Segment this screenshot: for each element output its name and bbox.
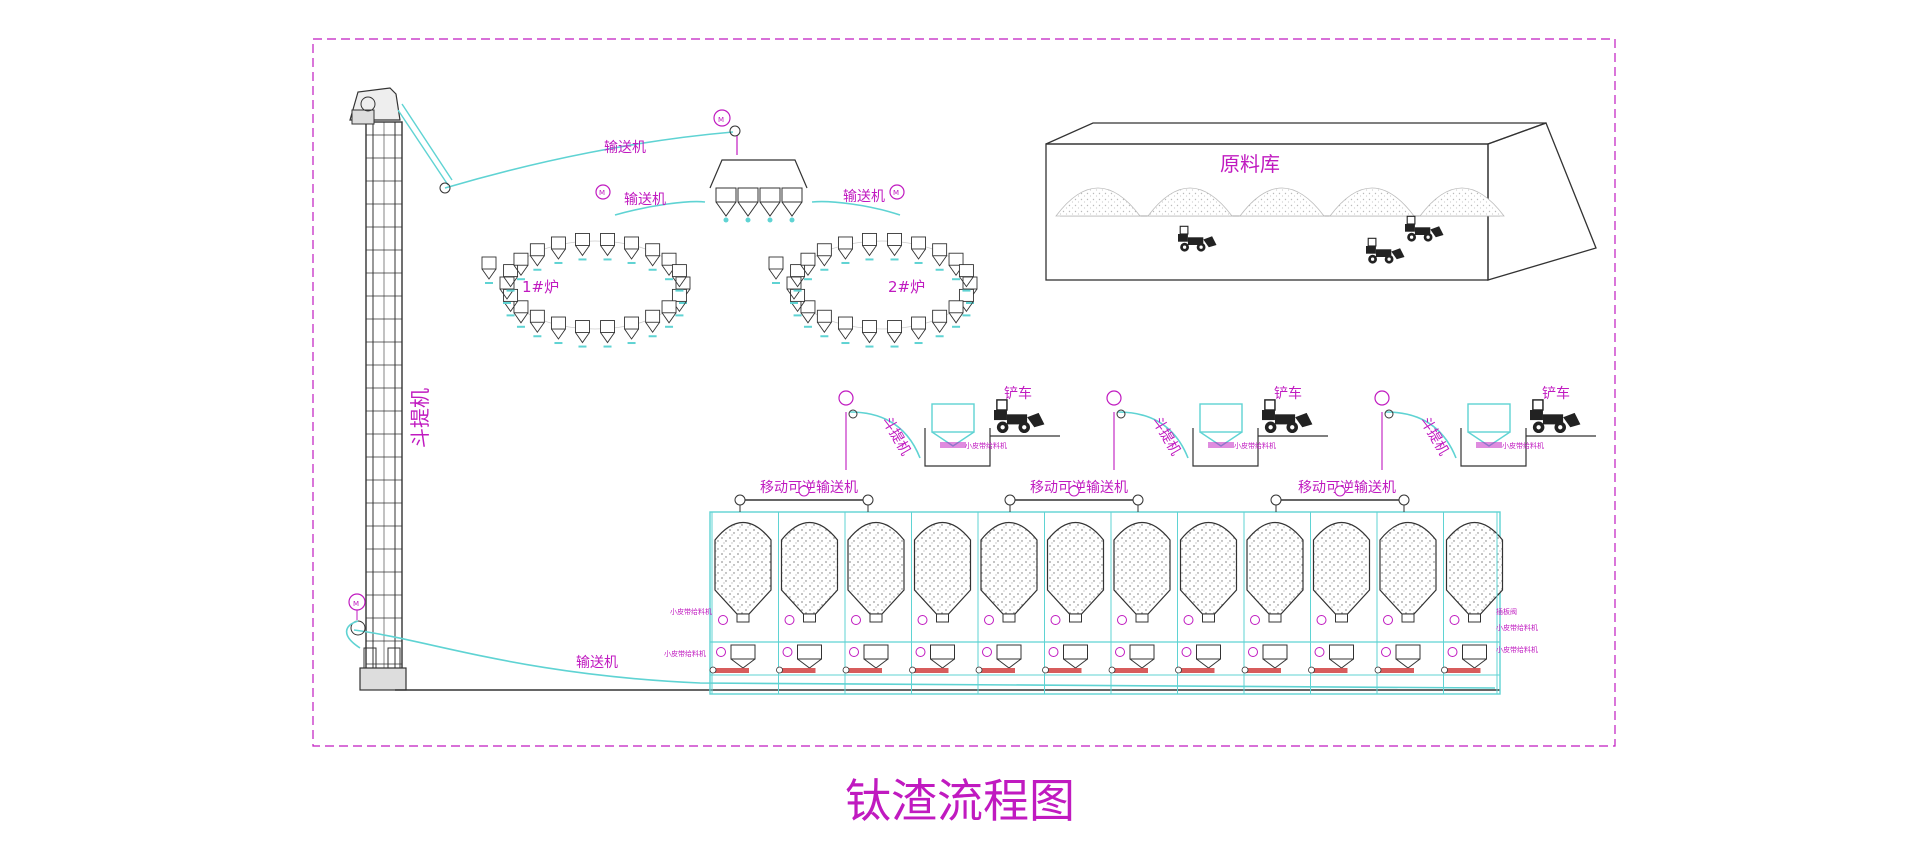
station-feeder-label-2: 小皮带给料机: [1234, 441, 1276, 450]
bucket-elevator-label: 斗提机: [408, 388, 432, 448]
station-feeder-label-1: 小皮带给料机: [965, 441, 1007, 450]
bottom-conveyor: [345, 620, 1500, 691]
drawing-frame: [312, 38, 1616, 747]
raw-material-store-label: 原料库: [1220, 152, 1280, 176]
svg-text:M: M: [718, 116, 724, 124]
motor-icon: M: [713, 109, 731, 127]
motor-icon: M: [595, 184, 611, 200]
station-feeder-label-3: 小皮带给料机: [1502, 441, 1544, 450]
loader-icon: [1177, 225, 1218, 253]
top-conveyor: [439, 125, 741, 194]
small-feeder-label-right-1: 小皮带给料机: [1496, 623, 1538, 632]
mobile-conveyor-label-1: 移动可逆输送机: [760, 480, 858, 496]
svg-text:M: M: [353, 600, 359, 608]
left-conveyor-label: 输送机: [624, 192, 666, 208]
silo-bank: [709, 485, 1504, 695]
small-feeder-label-right-2: 小皮带给料机: [1496, 645, 1538, 654]
distribution-hoppers: [709, 159, 808, 223]
furnace-2-hopper-ring: [768, 232, 978, 348]
motor-icon: M: [348, 593, 366, 620]
top-conveyor-label: 输送机: [604, 140, 646, 156]
bucket-elevator: [349, 87, 453, 691]
gate-valve-label: 插板阀: [1496, 607, 1517, 616]
station-elevator-label-3: 斗提机: [1417, 414, 1452, 458]
mobile-conveyor-label-2: 移动可逆输送机: [1030, 480, 1128, 496]
loader-label-2: 铲车: [1274, 385, 1302, 402]
feed-stations: [838, 390, 1596, 470]
svg-text:M: M: [893, 189, 899, 197]
bottom-conveyor-label: 输送机: [576, 655, 618, 671]
small-feeder-label-left-1: 小皮带给料机: [670, 607, 712, 616]
loader-icon: [1365, 237, 1406, 265]
small-feeder-label-left-2: 小皮带给料机: [664, 649, 706, 658]
station-elevator-label-2: 斗提机: [1149, 414, 1184, 458]
motor-icon: M: [889, 184, 905, 200]
mobile-conveyor-label-3: 移动可逆输送机: [1298, 480, 1396, 496]
loader-label-3: 铲车: [1542, 385, 1570, 402]
svg-text:M: M: [599, 189, 605, 197]
furnace-2-label: 2#炉: [888, 278, 925, 296]
right-conveyor-label: 输送机: [843, 189, 885, 205]
page-title: 钛渣流程图: [845, 774, 1075, 828]
furnace-1-hopper-ring: [481, 232, 691, 348]
loader-label-1: 铲车: [1004, 385, 1032, 402]
raw-material-store: [1045, 122, 1597, 281]
furnace-1-label: 1#炉: [522, 278, 559, 296]
loader-icon: [1404, 215, 1445, 243]
